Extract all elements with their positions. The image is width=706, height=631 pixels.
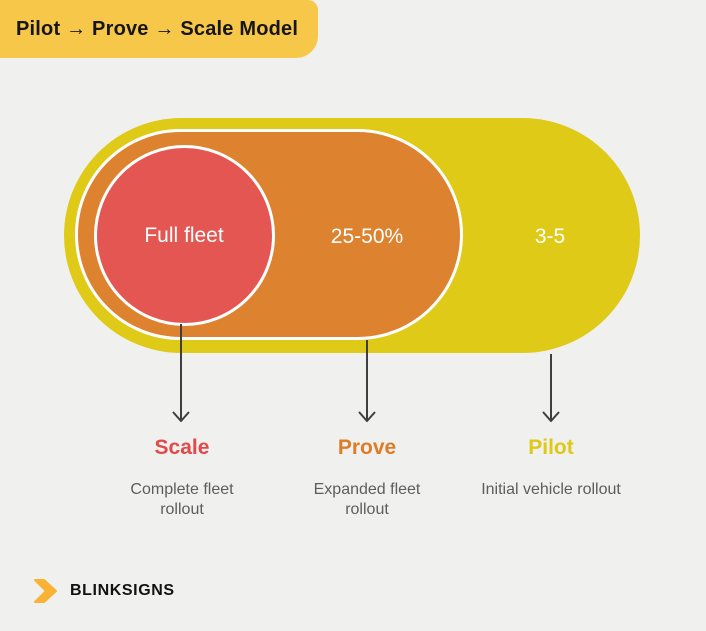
down-arrow-icon [172,324,190,422]
stage-label-prove: Prove [337,436,397,459]
brand-name: BLINKSIGNS [70,582,175,599]
down-arrow-icon [542,354,560,422]
stage-description-scale: Complete fleet rollout [130,481,234,518]
prove-pill-value: 25-50% [330,225,404,248]
stage-description-prove: Expanded fleet rollout [313,481,421,518]
scale-circle-shape [94,145,275,326]
down-arrow-icon [358,340,376,422]
brand-logo: BLINKSIGNS [33,577,175,605]
stage-label-scale: Scale [154,436,210,459]
stage-label-pilot: Pilot [528,436,574,459]
stage-description-pilot: Initial vehicle rollout [481,481,621,498]
scale-pill-value: Full fleet [144,224,224,247]
title-banner: Pilot → Prove → Scale Model [0,0,318,58]
pilot-pill-value: 3-5 [534,225,566,248]
page-title: Pilot → Prove → Scale Model [16,17,299,40]
brand-chevron-icon [34,579,57,603]
